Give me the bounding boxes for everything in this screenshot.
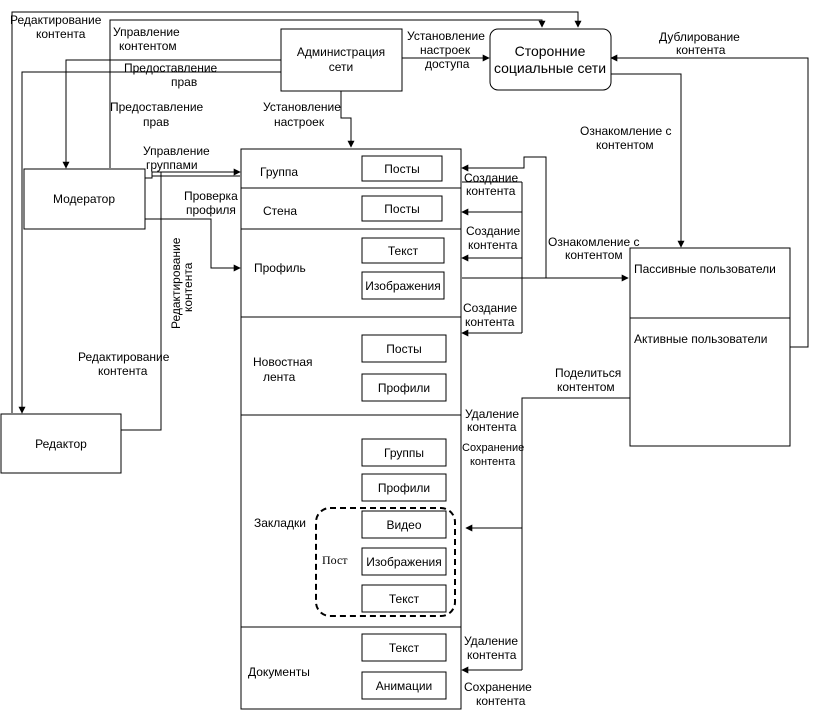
label-set-settings-2: настроек bbox=[274, 115, 325, 129]
item-documents-text: Текст bbox=[389, 641, 420, 655]
edge-create-to-group bbox=[461, 156, 547, 278]
label-create-content-1-b: контента bbox=[466, 184, 516, 198]
label-manage-content-1: Управление bbox=[113, 25, 180, 39]
label-edit-content-vertical-2: контента bbox=[181, 262, 195, 312]
post-group-outline bbox=[315, 507, 456, 617]
item-documents-animations: Анимации bbox=[376, 679, 433, 693]
label-grant-rights-1-b: прав bbox=[171, 75, 197, 89]
label-edit-content-top-1: Редактирование bbox=[10, 13, 102, 27]
label-check-profile-1: Проверка bbox=[184, 189, 238, 203]
node-users: Пассивные пользователи Активные пользова… bbox=[629, 247, 791, 447]
label-dup-content-2: контента bbox=[676, 43, 726, 57]
label-view-content-2-b: контентом bbox=[565, 248, 623, 262]
label-settings-access-1: Установление bbox=[407, 29, 485, 43]
label-share-content-1: Поделиться bbox=[555, 366, 621, 380]
label-set-settings-1: Установление bbox=[263, 100, 341, 114]
content-container bbox=[240, 148, 462, 710]
label-delete-content-2-b: контента bbox=[467, 648, 517, 662]
passive-users-label: Пассивные пользователи bbox=[634, 262, 776, 276]
item-feed-posts: Посты bbox=[386, 342, 421, 356]
label-create-content-2-b: контента bbox=[468, 238, 518, 252]
item-feed-profiles: Профили bbox=[378, 381, 430, 395]
social-label-2: социальные сети bbox=[494, 60, 606, 76]
edges bbox=[11, 11, 809, 674]
label-grant-rights-2-b: прав bbox=[143, 115, 169, 129]
label-check-profile-2: профиля bbox=[186, 203, 236, 217]
label-grant-rights-1-a: Предоставление bbox=[124, 61, 218, 75]
item-bookmarks-groups: Группы bbox=[384, 446, 424, 460]
edge-admin-to-moderator bbox=[62, 59, 281, 169]
item-bookmarks-text: Текст bbox=[389, 592, 420, 606]
section-documents: Документы bbox=[248, 665, 310, 679]
item-bookmarks-images: Изображения bbox=[366, 555, 441, 569]
label-view-content-1-b: контентом bbox=[596, 138, 654, 152]
section-feed-line-1: Новостная bbox=[253, 355, 313, 369]
post-group-label: Пост bbox=[322, 553, 348, 567]
label-settings-access-3: доступа bbox=[425, 57, 470, 71]
node-admin: Администрация сети bbox=[280, 28, 403, 92]
label-save-content-2-b: контента bbox=[476, 694, 526, 708]
node-editor: Редактор bbox=[0, 413, 122, 474]
label-view-content-2-a: Ознакомление с bbox=[548, 235, 639, 249]
label-settings-access-2: настроек bbox=[420, 43, 471, 57]
label-edit-content-mid-2: контента bbox=[98, 364, 148, 378]
label-view-content-1-a: Ознакомление с bbox=[580, 124, 671, 138]
node-moderator: Модератор bbox=[23, 168, 146, 230]
item-group-posts: Посты bbox=[384, 162, 419, 176]
edge-admin-to-editor bbox=[18, 71, 281, 414]
label-create-content-3-b: контента bbox=[465, 315, 515, 329]
label-delete-content-1-a: Удаление bbox=[465, 407, 519, 421]
section-wall: Стена bbox=[263, 204, 297, 218]
edge-moderator-to-profile bbox=[145, 218, 241, 272]
section-labels: Группа Стена Профиль Новостная лента Зак… bbox=[248, 165, 313, 679]
edge-moderator-to-social bbox=[109, 19, 546, 168]
label-dup-content-1: Дублирование bbox=[659, 30, 740, 44]
label-save-content-2-a: Сохранение bbox=[464, 680, 532, 694]
label-manage-groups-1: Управление bbox=[143, 144, 210, 158]
label-save-content-1-b: контента bbox=[470, 456, 516, 468]
moderator-label: Модератор bbox=[53, 192, 115, 206]
edge-editor-to-content bbox=[121, 171, 240, 431]
label-delete-content-1-b: контента bbox=[467, 420, 517, 434]
edge-active-to-social bbox=[610, 54, 809, 348]
item-profile-images: Изображения bbox=[365, 279, 440, 293]
section-bookmarks: Закладки bbox=[254, 516, 306, 530]
item-boxes: Посты Посты Текст Изображения Посты Проф… bbox=[361, 155, 447, 700]
admin-label-1: Администрация bbox=[297, 45, 385, 59]
label-edit-content-mid-1: Редактирование bbox=[78, 350, 170, 364]
item-bookmarks-video: Видео bbox=[386, 518, 421, 532]
label-edit-content-top-2: контента bbox=[36, 27, 86, 41]
label-edit-content-vertical-1: Редактирование bbox=[169, 237, 183, 329]
item-bookmarks-profiles: Профили bbox=[378, 481, 430, 495]
label-manage-content-2: контентом bbox=[119, 39, 177, 53]
edge-social-to-passive bbox=[611, 73, 685, 248]
section-profile: Профиль bbox=[254, 261, 306, 275]
active-users-label: Активные пользователи bbox=[634, 332, 767, 346]
admin-label-2: сети bbox=[329, 60, 353, 74]
edge-share bbox=[465, 397, 630, 532]
label-create-content-1-a: Создание bbox=[464, 171, 518, 185]
item-wall-posts: Посты bbox=[384, 202, 419, 216]
label-delete-content-2-a: Удаление bbox=[464, 634, 518, 648]
label-create-content-3-a: Создание bbox=[463, 301, 517, 315]
section-group: Группа bbox=[260, 165, 298, 179]
edge-admin-to-content bbox=[340, 91, 355, 148]
edge-editor-to-social bbox=[11, 11, 582, 413]
edge-labels: Редактирование контента Управление конте… bbox=[10, 13, 740, 708]
label-manage-groups-2: группами bbox=[146, 158, 198, 172]
label-grant-rights-2-a: Предоставление bbox=[110, 100, 204, 114]
label-share-content-2: контентом bbox=[557, 380, 615, 394]
node-social-networks: Сторонние социальные сети bbox=[489, 28, 612, 91]
edge-create-to-wall bbox=[461, 198, 523, 216]
social-label-1: Сторонние bbox=[515, 43, 586, 59]
label-create-content-2-a: Создание bbox=[466, 224, 520, 238]
edge-moderator-to-group bbox=[145, 168, 241, 179]
label-edit-content-vertical: Редактирование контента bbox=[169, 237, 195, 329]
section-feed-line-2: лента bbox=[263, 370, 296, 384]
label-save-content-1-a: Сохранение bbox=[462, 442, 524, 454]
editor-label: Редактор bbox=[35, 437, 87, 451]
item-profile-text: Текст bbox=[388, 244, 419, 258]
